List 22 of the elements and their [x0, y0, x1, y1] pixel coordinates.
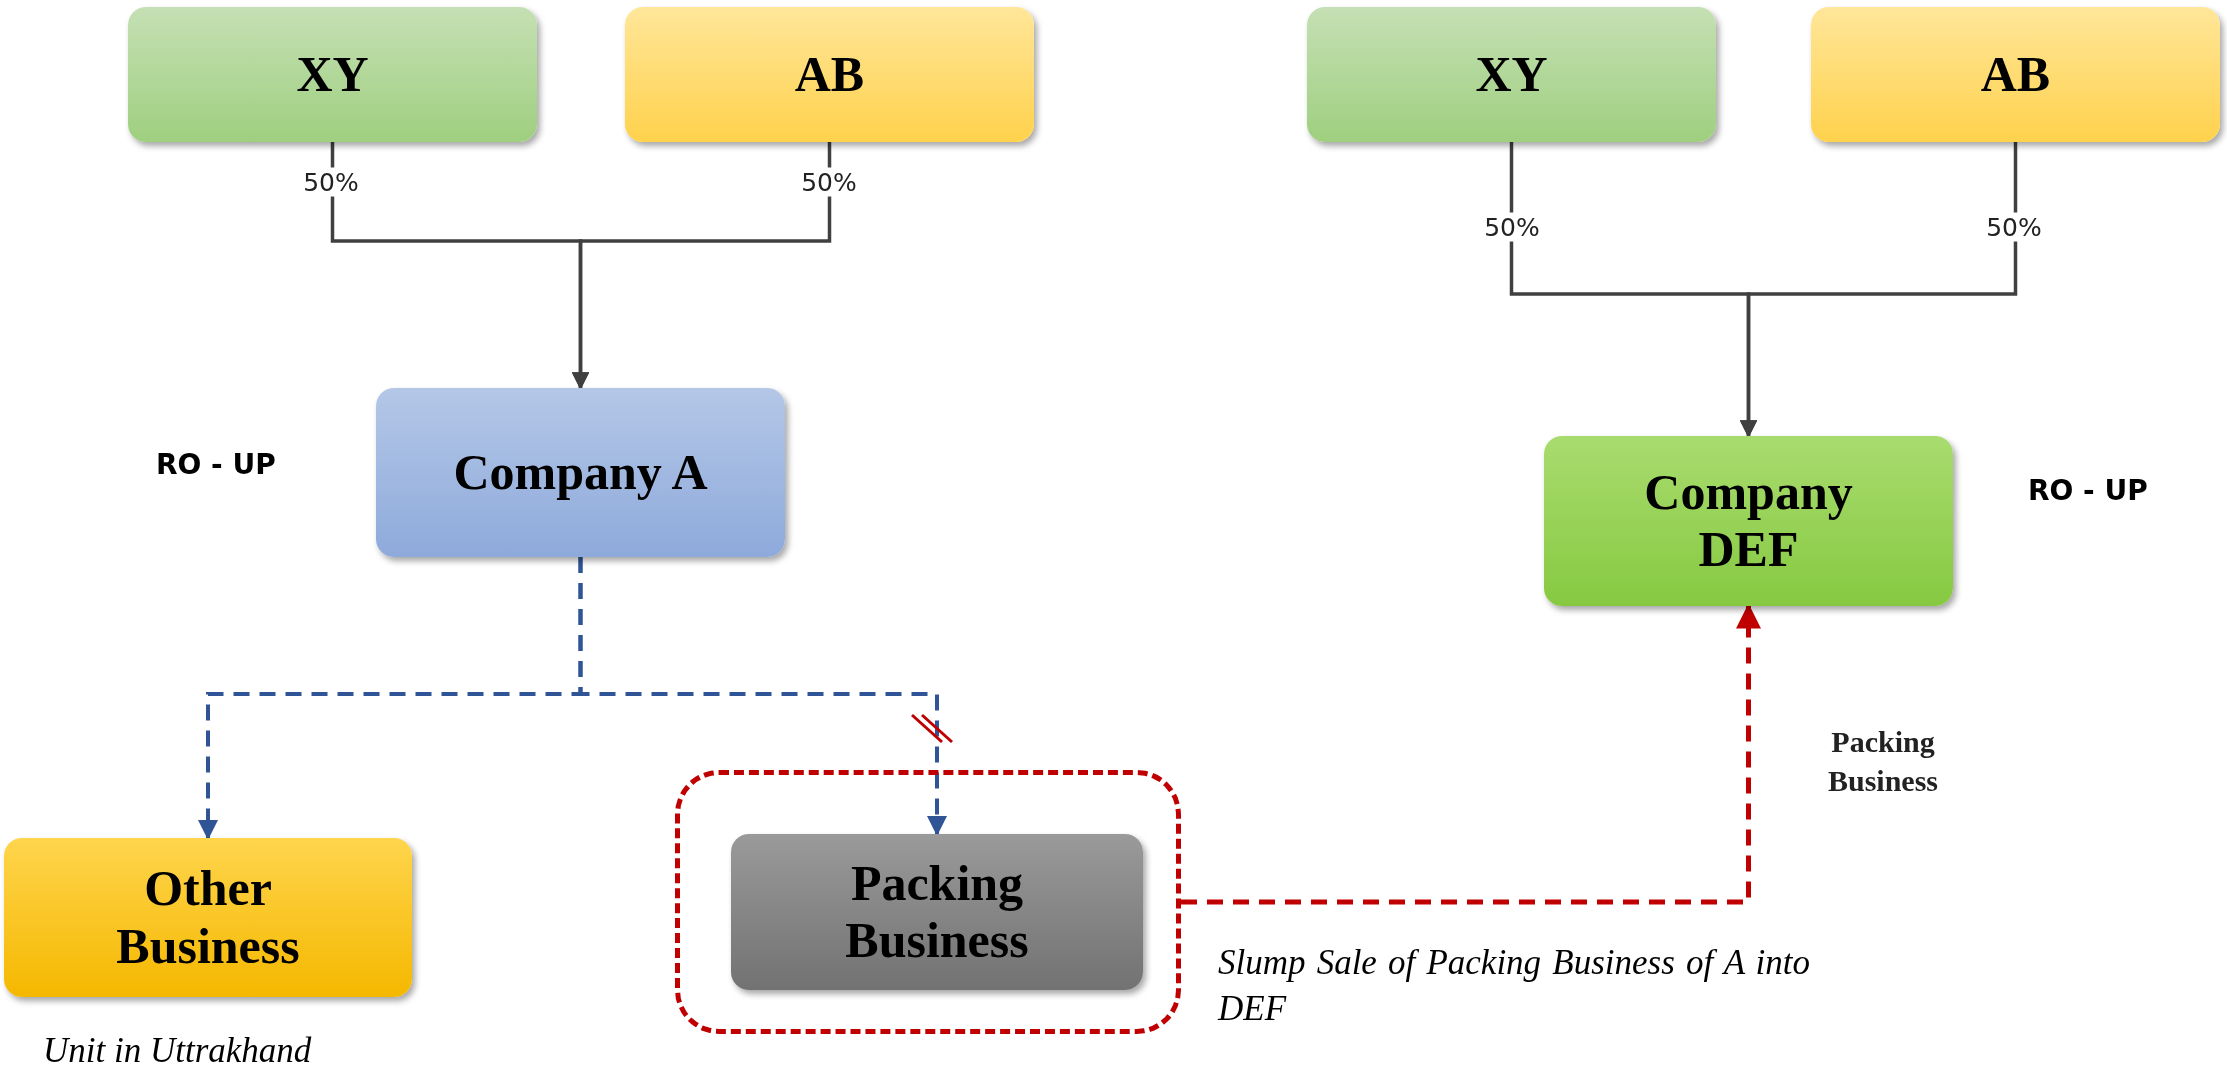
location-label: RO - UP: [2028, 474, 2148, 507]
dashed-group-box: [675, 770, 1181, 1034]
box-label: AB: [1979, 45, 2052, 104]
entity-box: [1811, 7, 2220, 142]
box-label: XY: [295, 45, 370, 104]
box-label: XY: [1474, 45, 1549, 104]
box-label: Other Business: [115, 860, 301, 975]
entity-box: [4, 838, 412, 997]
entity-box: [128, 7, 537, 142]
entity-box: [1544, 436, 1953, 606]
edge-label: Packing Business: [1826, 724, 1940, 799]
node-caption: Unit in Uttrakhand: [43, 1030, 312, 1072]
box-label: Company A: [452, 443, 709, 502]
box-label: Packing Business: [844, 854, 1030, 970]
location-label: RO - UP: [156, 448, 276, 481]
note-text: Slump Sale of Packing Business of A into DEF: [1218, 942, 1810, 1030]
entity-box: [731, 834, 1143, 990]
box-label: AB: [793, 45, 866, 104]
entity-box: [1307, 7, 1716, 142]
entity-box: [625, 7, 1034, 142]
entity-box: [376, 388, 785, 557]
box-label: Company DEF: [1643, 463, 1854, 579]
